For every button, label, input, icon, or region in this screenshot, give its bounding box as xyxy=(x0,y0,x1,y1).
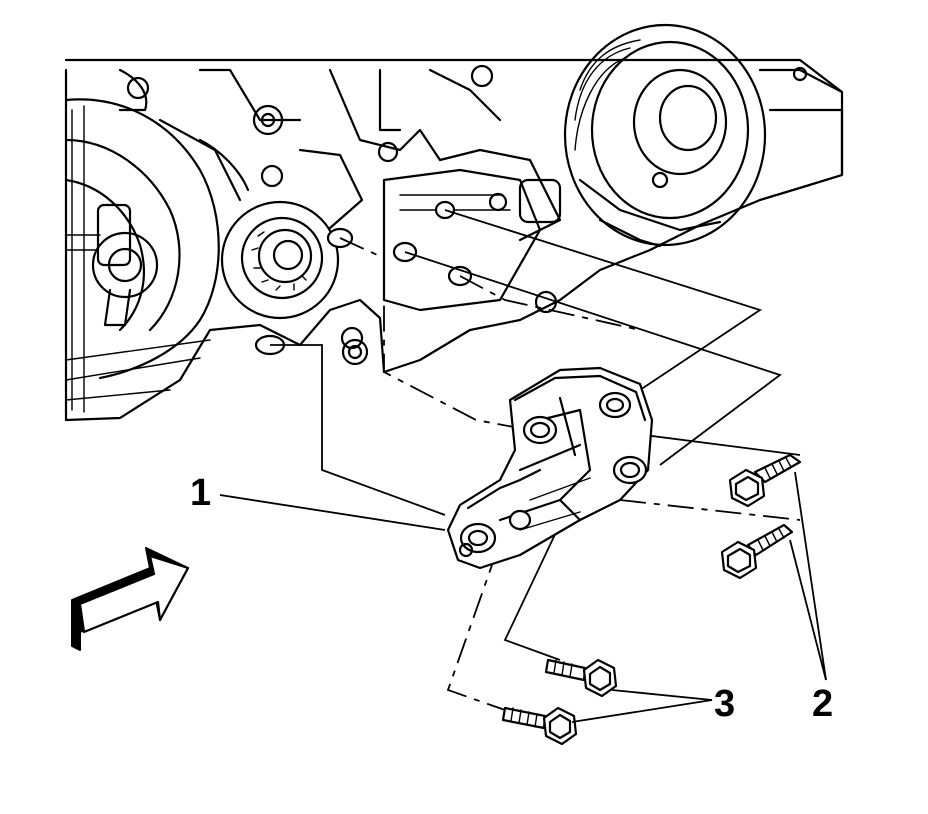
callout-1-label: 1 xyxy=(190,472,211,514)
bolt-lower-a xyxy=(544,658,618,698)
engine-block xyxy=(64,23,844,422)
bolt-upper-b xyxy=(720,523,794,580)
bolt-upper-a xyxy=(728,453,802,508)
callout-leaders xyxy=(219,471,827,723)
callout-2-label: 2 xyxy=(812,683,833,725)
mounting-bracket xyxy=(446,366,654,570)
view-direction-arrow-icon xyxy=(71,547,190,651)
bolt-lower-b xyxy=(501,706,578,746)
callout-3-label: 3 xyxy=(714,683,735,725)
